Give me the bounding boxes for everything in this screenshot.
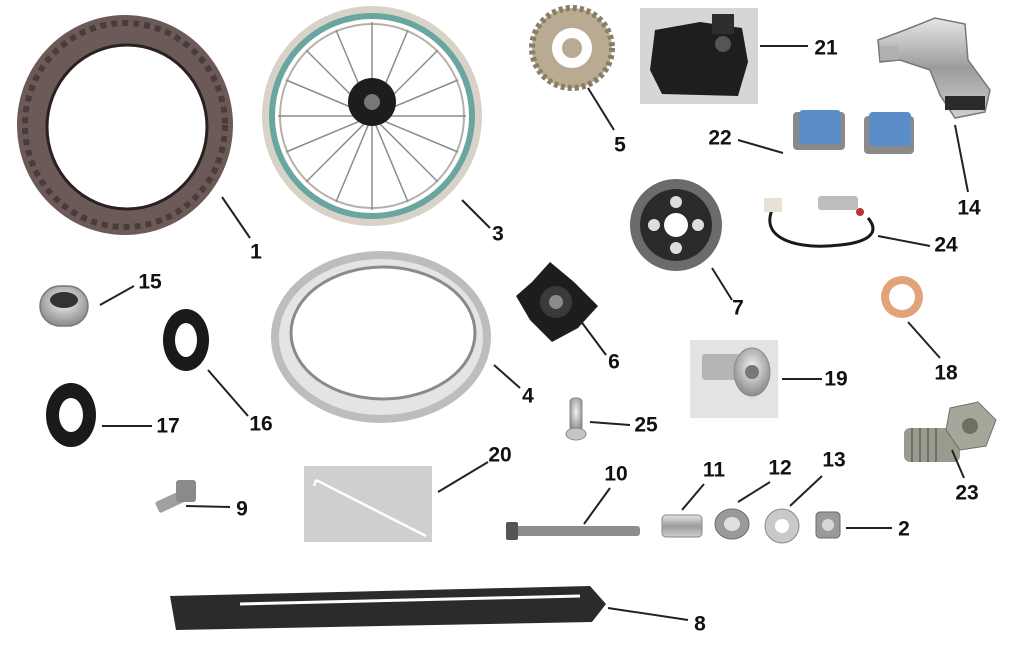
label-spacer: 11 — [702, 458, 726, 482]
label-wheel-assembly: 3 — [492, 222, 504, 246]
spacer-part — [661, 514, 703, 538]
label-brake-pads: 22 — [708, 126, 732, 150]
label-master-cylinder: 14 — [957, 196, 981, 220]
label-flange-nut: 2 — [898, 517, 910, 541]
label-sprocket: 5 — [614, 133, 626, 157]
leader-10 — [583, 487, 611, 525]
spoke-part — [304, 466, 432, 542]
leader-16 — [207, 369, 249, 417]
label-disc-bolt: 19 — [824, 367, 848, 391]
disc-bolt-part — [690, 340, 778, 418]
leader-4 — [493, 364, 521, 389]
label-collar: 12 — [768, 456, 792, 480]
label-brake-caliper: 21 — [814, 36, 838, 60]
oil-seal-right-part — [163, 309, 209, 371]
leader-6 — [579, 319, 607, 356]
rim-part — [271, 251, 491, 423]
label-bearing: 15 — [138, 270, 162, 294]
leader-8 — [607, 607, 689, 621]
brake-disc-part — [630, 179, 722, 271]
leader-12 — [737, 481, 771, 503]
hub-flange-part — [516, 262, 598, 342]
bolt-part — [155, 480, 196, 513]
label-rim: 4 — [522, 384, 534, 408]
label-copper-washer: 18 — [934, 361, 958, 385]
leader-3 — [461, 199, 491, 229]
brake-pads-part — [793, 110, 914, 154]
label-spoke: 20 — [488, 443, 512, 467]
label-oil-seal-right: 16 — [249, 412, 273, 436]
brake-switch-part — [764, 196, 875, 248]
leader-14 — [954, 124, 969, 193]
copper-washer-part — [881, 276, 923, 318]
leader-11 — [681, 483, 705, 511]
banjo-bolt-part — [904, 401, 997, 462]
bearing-part — [39, 285, 89, 327]
label-brake-disc: 7 — [732, 296, 744, 320]
master-cylinder-part — [877, 17, 991, 119]
brake-caliper-part — [640, 8, 758, 104]
leader-lines — [99, 45, 969, 621]
label-washer: 13 — [822, 448, 846, 472]
flange-nut-part — [815, 511, 841, 539]
label-spoke-nipple: 25 — [634, 413, 658, 437]
leader-13 — [789, 475, 823, 507]
label-brake-switch: 24 — [934, 233, 958, 257]
leader-23 — [951, 449, 965, 479]
label-hub-flange: 6 — [608, 350, 620, 374]
collar-part — [714, 508, 750, 540]
leader-25 — [589, 421, 631, 426]
leader-9 — [185, 505, 231, 508]
leader-22 — [737, 139, 784, 154]
rim-tape-part — [170, 586, 606, 630]
leader-15 — [99, 285, 135, 306]
label-axle: 10 — [604, 462, 628, 486]
label-oil-seal-left: 17 — [156, 414, 180, 438]
label-tire: 1 — [250, 240, 262, 264]
leader-24 — [877, 235, 931, 247]
leader-5 — [587, 87, 615, 131]
label-rim-tape: 8 — [694, 612, 706, 636]
leader-20 — [437, 461, 489, 493]
spoke-nipple-part — [565, 397, 587, 441]
axle-part — [506, 522, 640, 540]
washer-part — [764, 508, 800, 544]
sprocket-part — [529, 5, 615, 91]
tire-part — [17, 15, 233, 235]
label-banjo-bolt: 23 — [955, 481, 979, 505]
leader-18 — [907, 321, 941, 359]
label-bolt: 9 — [236, 497, 248, 521]
leader-7 — [711, 267, 733, 301]
wheel-assembly-part — [262, 6, 482, 226]
oil-seal-left-part — [46, 383, 96, 447]
leader-1 — [221, 196, 251, 239]
